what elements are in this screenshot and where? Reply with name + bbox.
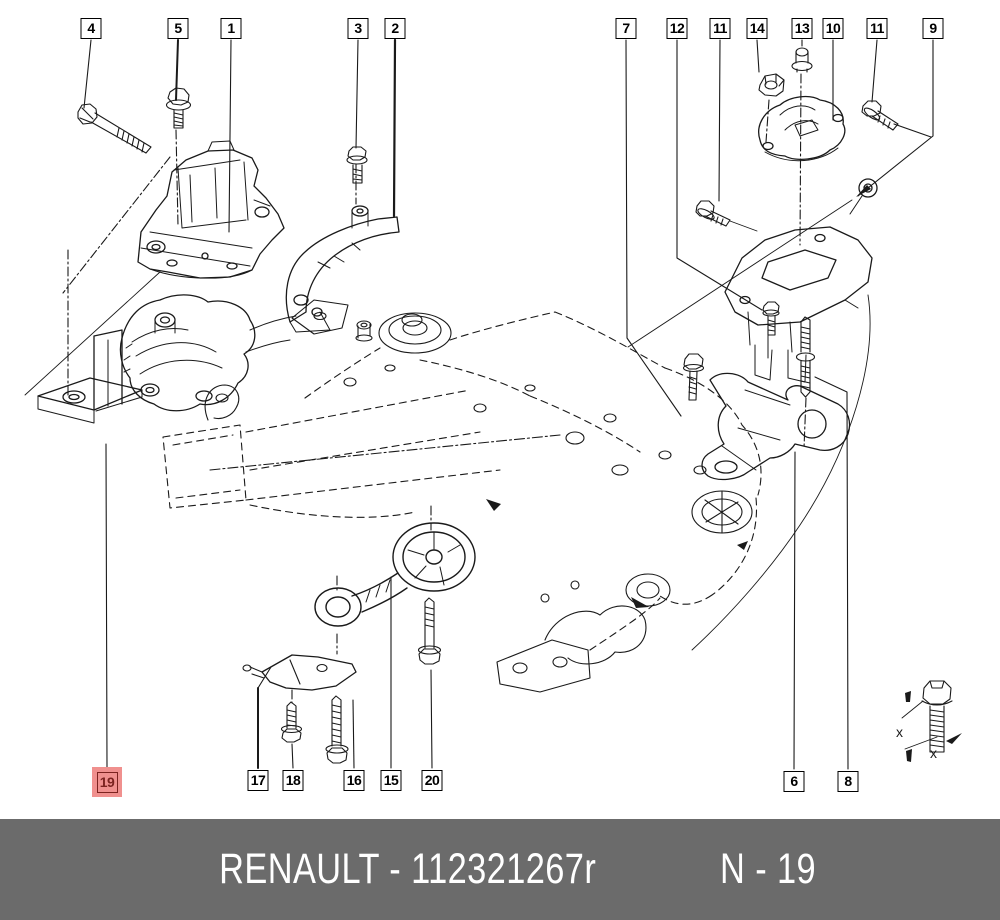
- callout-box-4[interactable]: 4: [80, 18, 102, 39]
- leader-14: [756, 39, 760, 73]
- subframe-solid-details: [204, 294, 871, 693]
- corridor-11a: [729, 220, 758, 232]
- callout-box-18[interactable]: 18: [282, 770, 304, 791]
- footer-bar: RENAULT - 112321267r N - 19: [0, 819, 1000, 920]
- part-bolt-12: [762, 301, 780, 336]
- leader-17b: [257, 666, 272, 689]
- leader-7: [625, 39, 682, 417]
- axis-stud8: [803, 397, 807, 449]
- part-bracket-6: [701, 372, 851, 481]
- part-bracket-2: [285, 205, 400, 333]
- axis-bolt5: [175, 129, 179, 227]
- leader-6: [793, 451, 796, 770]
- leader-11a: [718, 39, 721, 202]
- paint-mark-icon: [905, 691, 911, 702]
- inset-x-mark-1: x: [896, 724, 903, 740]
- part-bolt-20: [417, 597, 442, 665]
- callout-box-7[interactable]: 7: [615, 18, 637, 39]
- part-bolt-16: [325, 695, 349, 764]
- leader-1: [228, 39, 232, 233]
- part-stud-8: [795, 316, 816, 398]
- callout-box-10[interactable]: 10: [822, 18, 844, 39]
- leader-19: [105, 443, 108, 768]
- callout-box-17[interactable]: 17: [247, 770, 269, 791]
- callout-box-6[interactable]: 6: [783, 771, 805, 792]
- part-torque-rod-15: [314, 522, 476, 627]
- subframe: [162, 311, 762, 651]
- callout-highlight-19: 19: [92, 767, 122, 797]
- part-bracket-17: [242, 654, 357, 691]
- callout-box-11b[interactable]: 11: [866, 18, 888, 39]
- callout-box-8[interactable]: 8: [837, 771, 859, 792]
- callout-box-11a[interactable]: 11: [709, 18, 731, 39]
- leader-3: [355, 39, 359, 149]
- callout-box-5[interactable]: 5: [167, 18, 189, 39]
- corridor-right: [627, 199, 853, 348]
- part-bolt-18: [280, 701, 303, 743]
- leader-12: [676, 39, 763, 311]
- callout-box-2[interactable]: 2: [384, 18, 406, 39]
- part-bolt-11b: [861, 100, 899, 131]
- leader-9-arrowhead: [856, 185, 871, 197]
- leader-20: [430, 669, 433, 769]
- axis-bolt4: [62, 156, 171, 294]
- callout-box-16[interactable]: 16: [343, 770, 365, 791]
- axis-nut14: [765, 99, 770, 143]
- arrow-mark-icon: [946, 733, 962, 744]
- callout-box-14[interactable]: 14: [746, 18, 768, 39]
- leader-lines: [83, 38, 934, 770]
- callout-box-19[interactable]: 19: [96, 771, 118, 793]
- callout-box-1[interactable]: 1: [220, 18, 242, 39]
- inset-x-mark-2: x: [930, 745, 937, 761]
- leader-18: [291, 743, 294, 769]
- part-mount-10: [758, 95, 846, 162]
- leader-11b-link: [893, 123, 932, 138]
- callout-box-3[interactable]: 3: [347, 18, 369, 39]
- leader-11b: [871, 39, 878, 103]
- callout-box-13[interactable]: 13: [791, 18, 813, 39]
- leader-8: [814, 376, 849, 770]
- paint-mark-icon: [906, 749, 912, 762]
- part-bolt-5: [165, 87, 192, 129]
- torque-detail-inset: x x: [896, 680, 962, 762]
- construction-lines: [24, 199, 853, 396]
- part-side-mount-19: [37, 294, 297, 424]
- callout-box-9[interactable]: 9: [922, 18, 944, 39]
- callout-box-20[interactable]: 20: [421, 770, 443, 791]
- leader-2: [392, 38, 397, 218]
- part-bolt-7: [682, 353, 705, 401]
- part-bolt-11a: [695, 200, 731, 227]
- part-bolt-3: [346, 146, 368, 184]
- part-bolt-4: [77, 103, 152, 154]
- leader-9: [857, 39, 934, 197]
- leader-5: [175, 39, 179, 101]
- footer-brand-part-number: RENAULT - 112321267r: [218, 845, 596, 893]
- part-stud-13: [791, 47, 813, 73]
- footer-sheet-reference: N - 19: [720, 845, 817, 893]
- corridor-left: [24, 271, 161, 396]
- exploded-parts-drawing: x x: [24, 38, 962, 770]
- callout-box-12[interactable]: 12: [666, 18, 688, 39]
- callout-box-15[interactable]: 15: [380, 770, 402, 791]
- leader-4: [83, 39, 92, 109]
- part-nut-14: [758, 73, 785, 97]
- part-engine-mount-1: [137, 140, 285, 279]
- leader-16: [352, 699, 355, 769]
- subframe-mount-pad: [291, 299, 373, 342]
